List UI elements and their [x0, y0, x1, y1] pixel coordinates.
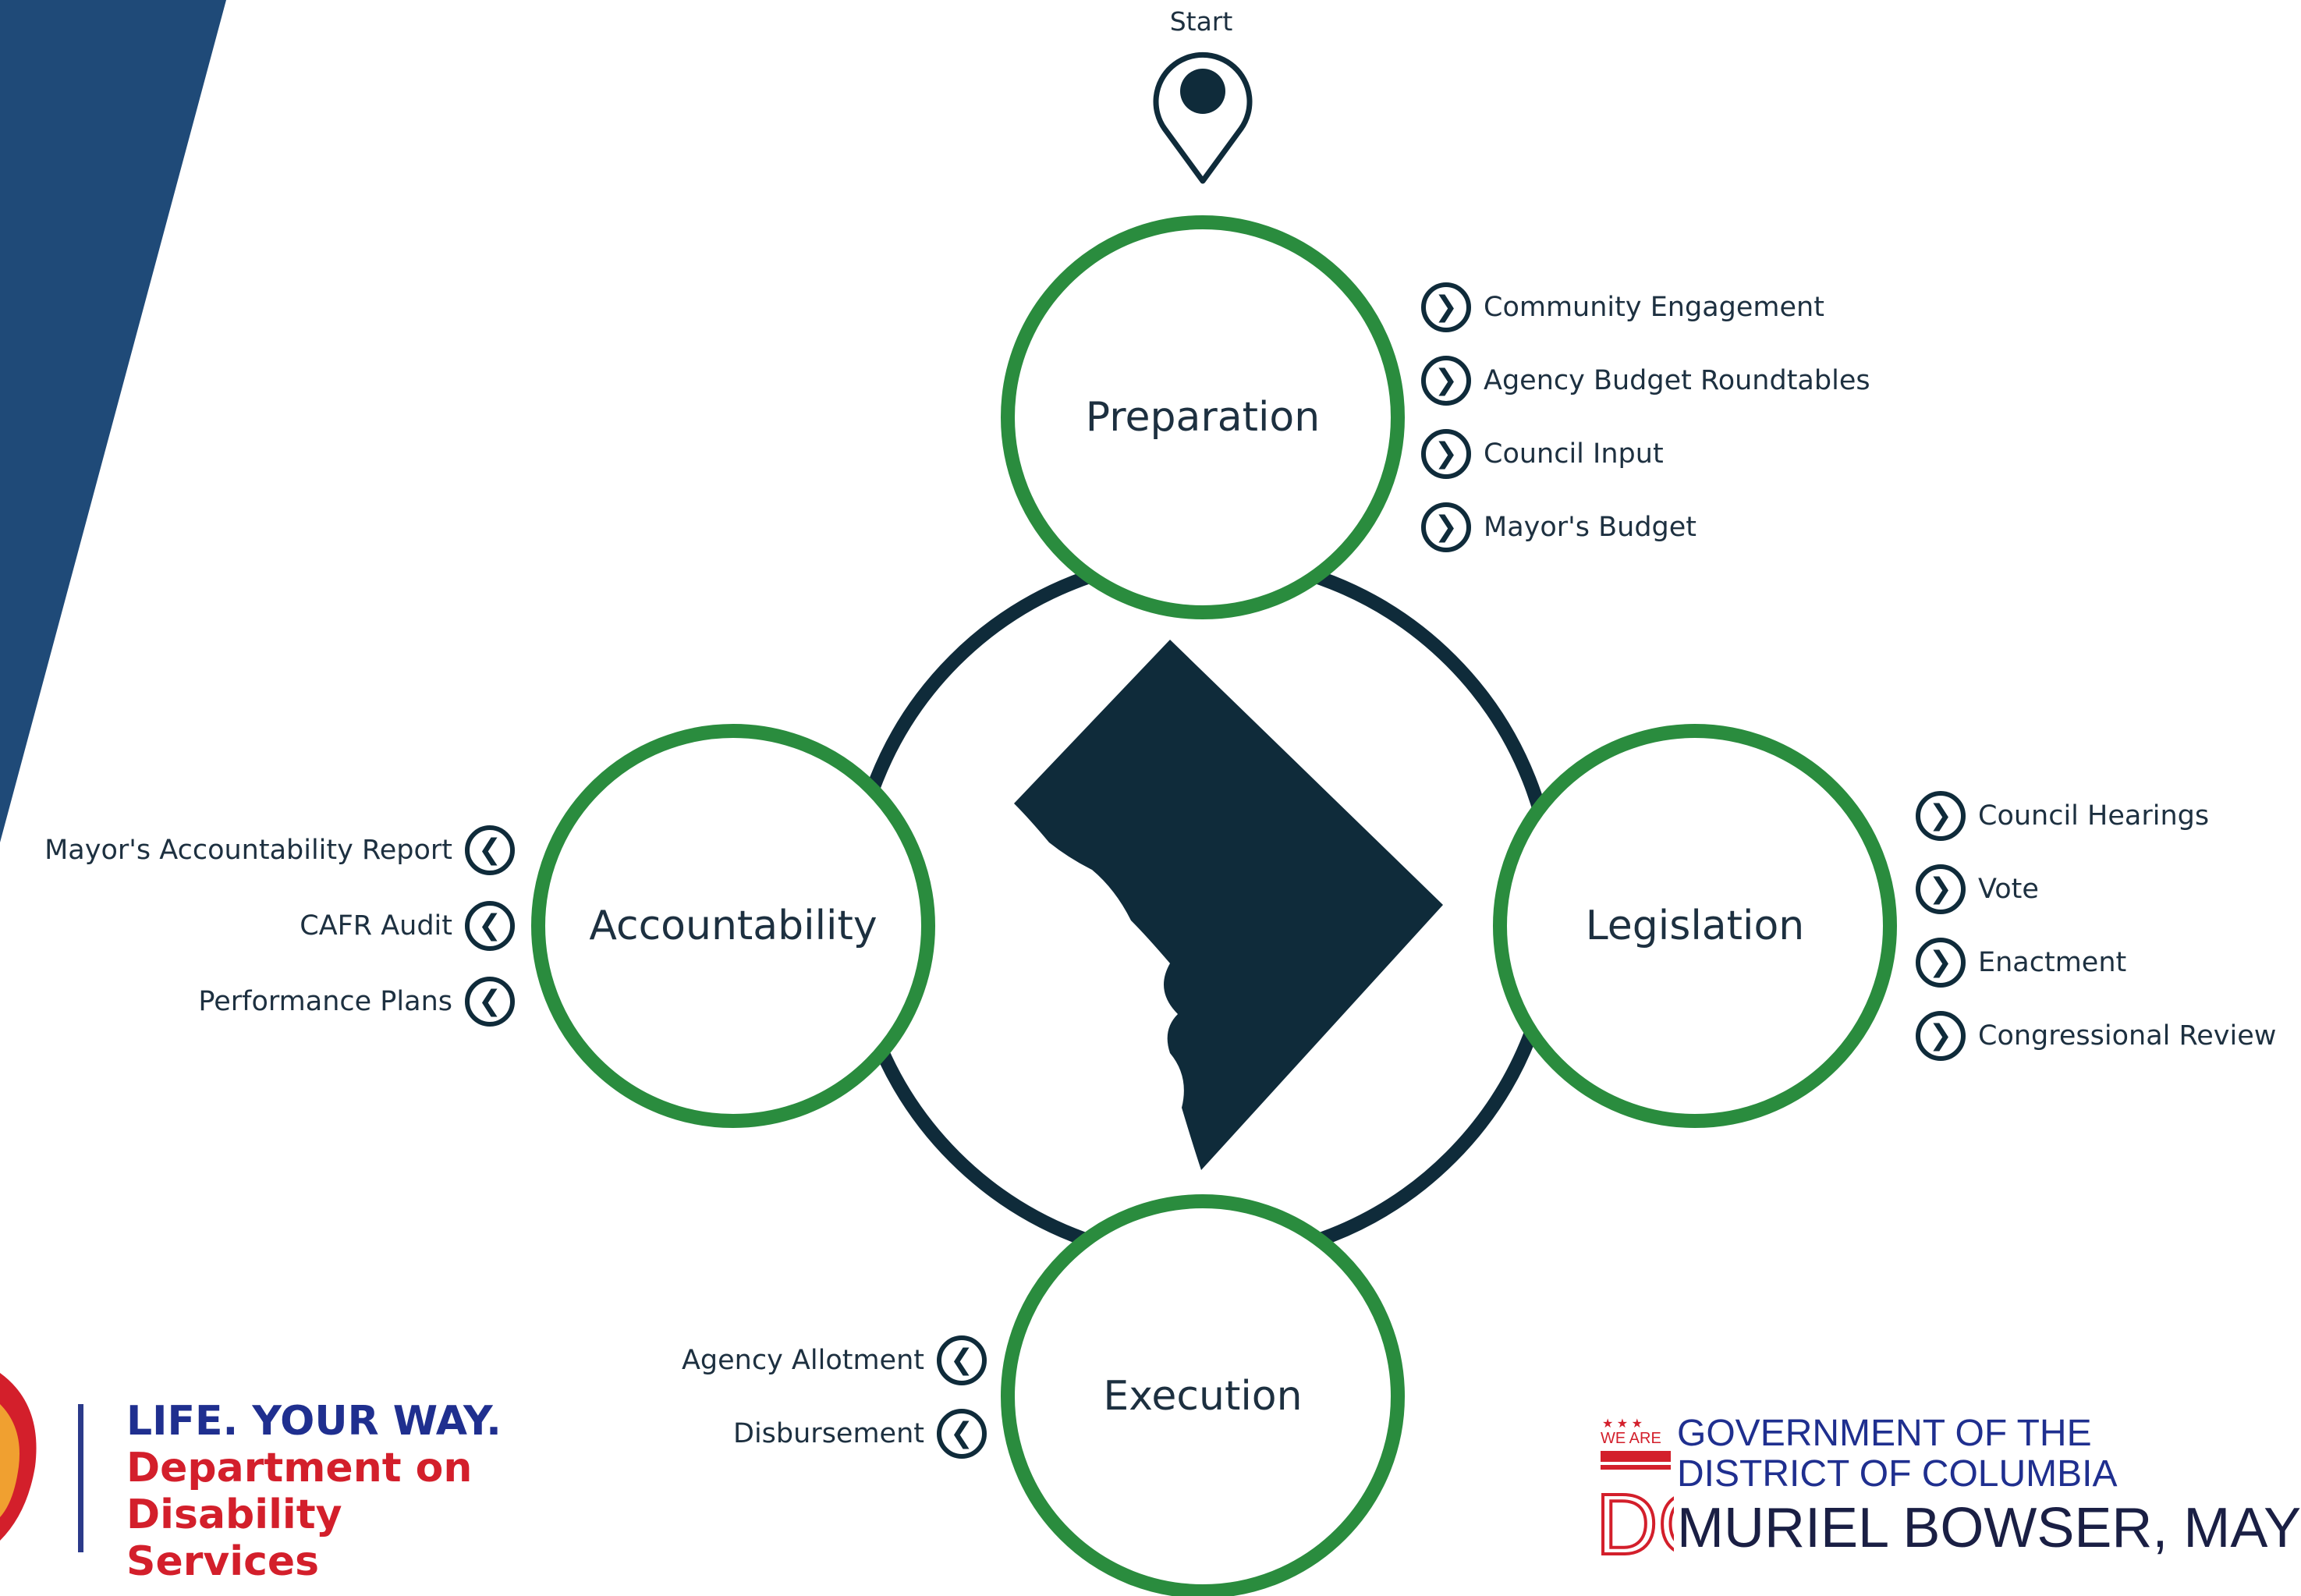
chevron-left-circle-icon: ❮	[465, 825, 515, 875]
preparation-ring	[1001, 215, 1405, 619]
chevron-left-circle-icon: ❮	[465, 977, 515, 1027]
item-label: Congressional Review	[1978, 1020, 2277, 1052]
dc-line3: MURIEL BOWSER, MAYOR	[1677, 1497, 2301, 1559]
item-label: Mayor's Accountability Report	[44, 835, 452, 866]
chevron-right-circle-icon: ❯	[1421, 502, 1471, 552]
chevron-right-circle-icon: ❯	[1916, 1011, 1966, 1061]
legislation-item: ❯ Council Hearings	[1916, 786, 2209, 846]
execution-item: Agency Allotment ❮	[546, 1331, 987, 1390]
blue-banner-shape	[0, 0, 226, 842]
dds-name: Department on Disability Services	[126, 1445, 546, 1585]
item-label: Community Engagement	[1484, 292, 1824, 323]
item-label: Agency Budget Roundtables	[1484, 365, 1870, 396]
chevron-left-circle-icon: ❮	[937, 1335, 987, 1385]
location-pin-icon	[1153, 51, 1253, 184]
preparation-item: ❯ Mayor's Budget	[1421, 498, 1696, 557]
chevron-right-circle-icon: ❯	[1421, 429, 1471, 479]
item-label: Council Input	[1484, 438, 1664, 470]
chevron-left-circle-icon: ❮	[937, 1409, 987, 1459]
chevron-right-circle-icon: ❯	[1421, 282, 1471, 332]
dc-line1: GOVERNMENT OF THE	[1677, 1413, 2092, 1454]
dds-tagline: LIFE. YOUR WAY.	[126, 1398, 502, 1445]
start-label: Start	[1169, 6, 1233, 37]
legislation-item: ❯ Vote	[1916, 860, 2039, 919]
stage-label-legislation: Legislation	[1585, 903, 1805, 949]
chevron-right-circle-icon: ❯	[1421, 356, 1471, 406]
item-label: Performance Plans	[198, 986, 452, 1017]
preparation-item: ❯ Agency Budget Roundtables	[1421, 351, 1870, 410]
dds-branding: LIFE. YOUR WAY. Department on Disability…	[0, 1357, 546, 1585]
dc-map-icon	[1014, 640, 1443, 1170]
legislation-item: ❯ Enactment	[1916, 933, 2126, 992]
dds-flame-logo	[0, 1373, 37, 1541]
accountability-item: CAFR Audit ❮	[0, 896, 515, 956]
item-label: Council Hearings	[1978, 800, 2210, 832]
stage-label-execution: Execution	[1103, 1373, 1303, 1420]
svg-text:★ ★ ★: ★ ★ ★	[1602, 1417, 1643, 1431]
item-label: Disbursement	[733, 1418, 924, 1449]
item-label: Enactment	[1978, 947, 2127, 978]
item-label: Vote	[1978, 874, 2039, 905]
legislation-item: ❯ Congressional Review	[1916, 1006, 2276, 1066]
execution-item: Disbursement ❮	[546, 1404, 987, 1463]
legislation-ring	[1493, 724, 1897, 1128]
item-label: CAFR Audit	[300, 910, 452, 942]
execution-ring	[1001, 1194, 1405, 1596]
chevron-right-circle-icon: ❯	[1916, 864, 1966, 914]
accountability-item: Mayor's Accountability Report ❮	[0, 821, 515, 880]
preparation-item: ❯ Community Engagement	[1421, 278, 1824, 337]
chevron-left-circle-icon: ❮	[465, 901, 515, 951]
svg-text:WE ARE: WE ARE	[1601, 1430, 1661, 1447]
svg-text:DC: DC	[1599, 1477, 1674, 1559]
chevron-right-circle-icon: ❯	[1916, 938, 1966, 988]
stage-label-accountability: Accountability	[589, 903, 878, 949]
accountability-item: Performance Plans ❮	[0, 972, 515, 1031]
stage-label-preparation: Preparation	[1085, 394, 1321, 441]
accountability-ring	[531, 724, 935, 1128]
preparation-item: ❯ Council Input	[1421, 424, 1664, 484]
dds-name-line2: Disability Services	[126, 1491, 342, 1585]
item-label: Mayor's Budget	[1484, 512, 1697, 543]
dds-name-line1: Department on	[126, 1445, 473, 1491]
dc-line2: DISTRICT OF COLUMBIA	[1677, 1453, 2118, 1495]
dds-divider	[78, 1404, 83, 1552]
dc-government-branding: ★ ★ ★ WE ARE DC GOVERNMENT OF THE DISTRI…	[1599, 1412, 2301, 1568]
chevron-right-circle-icon: ❯	[1916, 791, 1966, 841]
dc-logo: ★ ★ ★ WE ARE DC	[1599, 1417, 1674, 1559]
item-label: Agency Allotment	[681, 1345, 924, 1376]
